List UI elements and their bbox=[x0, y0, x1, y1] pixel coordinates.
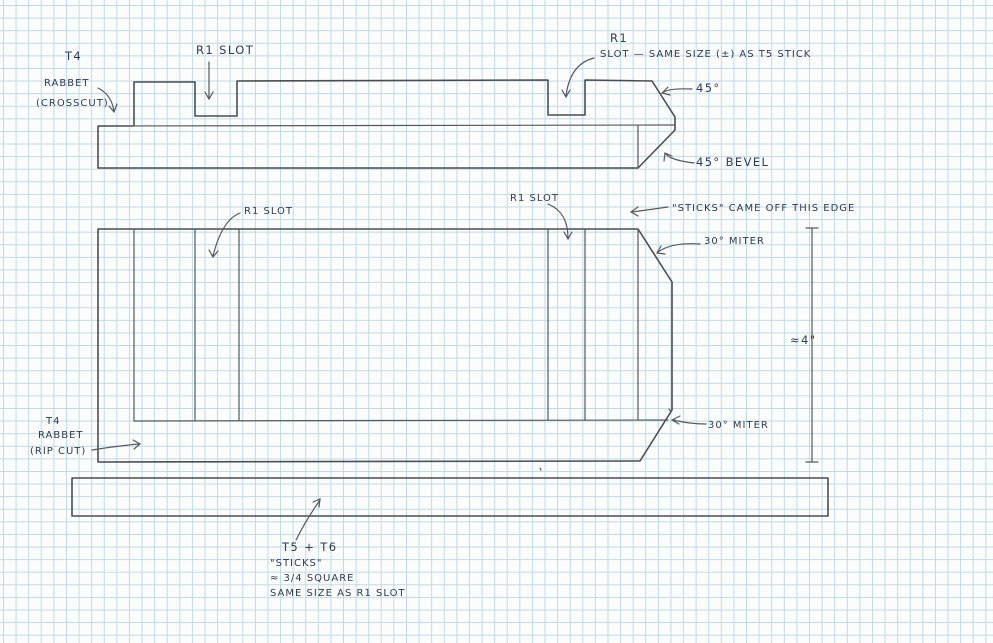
label-30-miter-top: 30° MITER bbox=[704, 236, 765, 247]
label-r1-top-right: R1 bbox=[610, 31, 628, 45]
plan-view bbox=[97, 228, 673, 463]
pencil-mark bbox=[668, 408, 672, 413]
label-rip-cut: (RIP CUT) bbox=[30, 446, 86, 457]
label-three-quarter-square: ≈ 3/4 SQUARE bbox=[270, 573, 354, 584]
label-sticks-edge: "STICKS" CAME OFF THIS EDGE bbox=[672, 203, 855, 214]
arrow-r1-slot-top-left bbox=[204, 61, 214, 101]
dimension-4in bbox=[805, 227, 819, 463]
arrow-r1-slot-mid-left bbox=[208, 212, 241, 259]
arrow-sticks-edge bbox=[629, 206, 669, 217]
sticks-bar bbox=[71, 477, 829, 517]
label-30-miter-bottom: 30° MITER bbox=[708, 420, 769, 431]
plan-view-inner-rect bbox=[133, 228, 669, 422]
label-sticks: "STICKS" bbox=[270, 558, 323, 569]
arrow-rabbet-crosscut bbox=[97, 87, 118, 114]
label-approx-4: ≈4" bbox=[790, 333, 816, 347]
arrow-45 bbox=[660, 86, 693, 96]
pencil-mark bbox=[539, 467, 542, 471]
label-r1-slot-top-left: R1 SLOT bbox=[196, 43, 254, 57]
plan-view-outline bbox=[97, 228, 673, 463]
arrow-r1-top-right bbox=[561, 57, 595, 99]
top-profile-rabbet-line bbox=[97, 124, 676, 127]
label-t4-top: T4 bbox=[64, 49, 82, 63]
label-same-size-r1: SAME SIZE AS R1 SLOT bbox=[270, 588, 406, 599]
arrow-30-miter-top bbox=[656, 243, 701, 255]
label-45-bevel: 45° BEVEL bbox=[696, 155, 769, 169]
arrow-45-bevel bbox=[663, 152, 695, 164]
leader-arrows bbox=[91, 57, 707, 541]
arrow-sticks bbox=[295, 498, 321, 541]
label-45: 45° bbox=[696, 81, 721, 95]
label-r1-slot-mid-right: R1 SLOT bbox=[510, 193, 559, 204]
arrow-r1-slot-mid-right bbox=[547, 203, 573, 241]
label-t4-lower: T4 bbox=[45, 416, 60, 427]
label-crosscut: (CROSSCUT) bbox=[36, 98, 109, 109]
label-t5-t6: T5 + T6 bbox=[281, 540, 337, 554]
label-rabbet-top: RABBET bbox=[44, 78, 90, 89]
arrow-rip-cut bbox=[91, 439, 142, 451]
label-r1-slot-mid-left: R1 SLOT bbox=[244, 206, 293, 217]
top-profile bbox=[97, 79, 676, 169]
label-slot-same-size: SLOT — SAME SIZE (±) AS T5 STICK bbox=[600, 49, 811, 60]
arrow-30-miter-bottom bbox=[670, 415, 707, 425]
label-rabbet-lower: RABBET bbox=[38, 430, 84, 441]
top-profile-outline bbox=[97, 79, 676, 169]
